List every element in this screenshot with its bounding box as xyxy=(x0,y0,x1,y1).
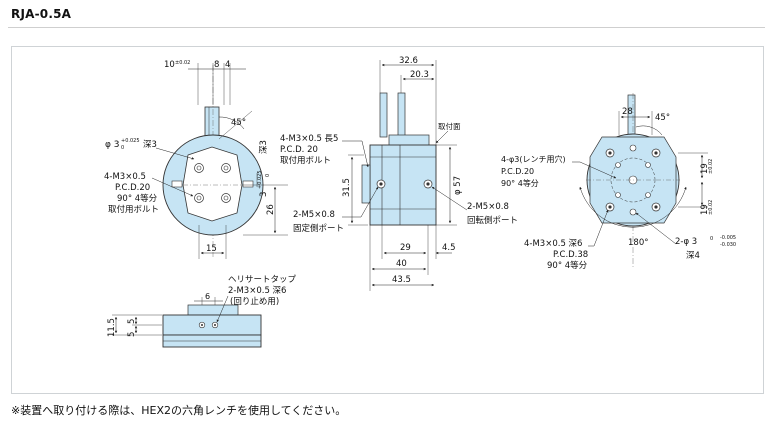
rear-angle-180: 180° xyxy=(628,238,648,248)
rear-pcd38: P.C.D.38 xyxy=(553,250,588,260)
front-depth3: 深3 xyxy=(143,140,157,150)
rear-depth4: 深4 xyxy=(686,251,700,261)
front-dim-10-tol: ±0.02 xyxy=(175,60,190,66)
front-dim-3-tol-top: +0.025 xyxy=(257,170,263,189)
front-dim-10: 10 xyxy=(164,60,175,70)
front-thread: 4-M3×0.5 xyxy=(104,172,146,182)
bottom-view: ヘリサートタップ 2-M3×0.5 深6 (回り止め用) 6 11.5 5 5 xyxy=(107,275,297,348)
side-phi57: φ 57 xyxy=(453,176,463,195)
technical-drawing: 10 ±0.02 8 4 45° φ 3 +0.025 0 深3 3 +0.02… xyxy=(104,56,736,348)
rear-dim-19-bottom-tol: ±0.02 xyxy=(708,200,714,215)
front-dim-8: 8 xyxy=(214,60,219,70)
side-port-left-thread: 2-M5×0.8 xyxy=(293,210,335,220)
rear-holes xyxy=(605,144,661,216)
side-dim-4-5: 4.5 xyxy=(442,243,456,253)
front-mount-bolt: 取付用ボルト xyxy=(108,204,159,215)
rear-dim-19-bottom: 19 xyxy=(700,204,710,215)
rear-pcd: P.C.D.20 xyxy=(501,167,534,176)
front-depth3-right: 深3 xyxy=(259,140,269,154)
side-shaft-left xyxy=(379,92,388,138)
bottom-dim-5: 5 xyxy=(127,319,137,324)
side-mount-bolt: 取付用ボルト xyxy=(280,155,331,166)
footnote: ※装置へ取り付ける際は、HEX2の六角レンチを使用してください。 xyxy=(11,404,347,417)
front-angle-45: 45° xyxy=(231,118,246,128)
rear-phi3-tol-zero: 0 xyxy=(710,236,713,242)
bottom-helisert: ヘリサートタップ xyxy=(228,275,297,285)
front-phi3-tol-top: +0.025 xyxy=(121,138,140,144)
side-pcd: P.C.D. 20 xyxy=(280,145,318,155)
rear-angle-45: 45° xyxy=(655,113,670,123)
side-view: 32.6 20.3 取付面 4-M3×0.5 長5 P.C.D. 20 取付用ボ… xyxy=(280,56,518,291)
front-dim-4: 4 xyxy=(225,60,230,70)
side-port-right-thread: 2-M5×0.8 xyxy=(467,202,509,212)
front-phi3: φ 3 xyxy=(105,140,120,150)
rear-pitch38: 90° 4等分 xyxy=(547,260,588,271)
side-port-left-label: 固定側ポート xyxy=(293,223,344,234)
side-thread-len: 4-M3×0.5 長5 xyxy=(280,134,338,144)
front-turret xyxy=(182,146,243,222)
bottom-stopper: (回り止め用) xyxy=(230,296,279,307)
front-dim-15: 15 xyxy=(206,244,217,254)
rear-view: 28 45° 4-φ3(レンチ用穴) P.C.D.20 90° 4等分 19 ±… xyxy=(501,93,736,271)
rear-phi3-tol-top: -0.005 xyxy=(720,235,736,241)
rear-phi3: 2-φ 3 xyxy=(675,237,697,247)
bottom-thread: 2-M3×0.5 深6 xyxy=(228,286,286,296)
side-dim-43-5: 43.5 xyxy=(392,275,411,285)
side-dim-20-3: 20.3 xyxy=(410,70,429,80)
front-bolt-holes xyxy=(194,163,231,203)
front-dim-26: 26 xyxy=(266,204,276,215)
title-divider xyxy=(8,27,765,28)
drawing-panel: 10 ±0.02 8 4 45° φ 3 +0.025 0 深3 3 +0.02… xyxy=(11,46,764,394)
front-pcd: P.C.D.20 xyxy=(115,183,150,193)
front-shaft xyxy=(204,106,220,140)
rear-dim-19-top: 19 xyxy=(700,163,710,174)
side-dim-29: 29 xyxy=(400,243,411,253)
side-rotating-face: 取付面 xyxy=(438,121,461,131)
side-dim-40: 40 xyxy=(396,259,407,269)
side-shaft-right xyxy=(397,92,406,138)
bottom-dim-11-5: 11.5 xyxy=(107,318,117,337)
side-port-right-label: 回転側ポート xyxy=(467,215,518,226)
rear-pitch: 90° 4等分 xyxy=(501,178,539,188)
rear-holes-label: 4-φ3(レンチ用穴) xyxy=(501,154,566,164)
front-view: 10 ±0.02 8 4 45° φ 3 +0.025 0 深3 3 +0.02… xyxy=(104,60,288,259)
side-dim-31-5: 31.5 xyxy=(342,178,352,197)
rear-dim-28: 28 xyxy=(622,107,633,117)
rear-thread: 4-M3×0.5 深6 xyxy=(524,239,582,249)
side-dim-32-6: 32.6 xyxy=(399,56,418,66)
front-dim-3-tol-bottom: 0 xyxy=(265,174,271,177)
page-title: RJA-0.5A xyxy=(11,7,72,21)
rear-dim-19-top-tol: ±0.02 xyxy=(708,159,714,174)
rear-phi3-tol-bottom: -0.030 xyxy=(720,242,736,248)
front-pitch: 90° 4等分 xyxy=(117,193,158,204)
front-phi3-tol-bottom: 0 xyxy=(121,145,124,151)
front-dim-3: 3 xyxy=(259,192,269,197)
bottom-dim-5b: 5 xyxy=(127,332,137,337)
bottom-dim-6: 6 xyxy=(205,292,210,301)
